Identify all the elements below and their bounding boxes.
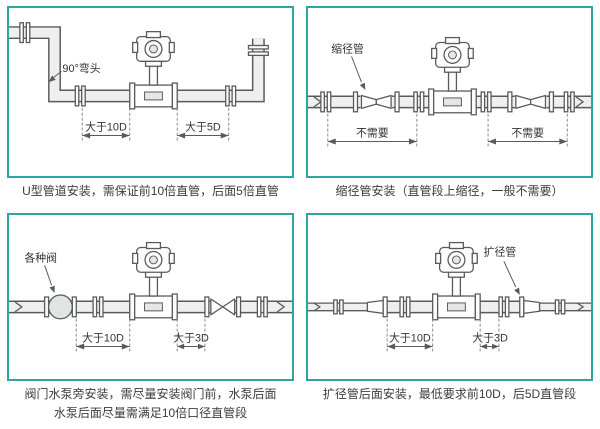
panel-expander: 扩径管 大于10D 大于: [306, 213, 593, 423]
reducer-frame: 缩径管 不需要 不需要: [306, 6, 593, 178]
dim-upstream-label: 大于10D: [85, 120, 127, 134]
valve-pump-caption-line1: 阀门水泵旁安装，需尽量安装阀门前，水泵后面: [24, 387, 277, 402]
u-type-frame: 90°弯头 大于10D 大于5D: [7, 6, 294, 178]
reducer-cone: [523, 300, 541, 315]
elbow-callout: 90°弯头: [48, 61, 101, 83]
pipe-run: [9, 26, 265, 103]
expander-label: 扩径管: [484, 245, 517, 259]
ball-valve: [43, 294, 77, 320]
dim-downstream-label: 不需要: [511, 127, 544, 140]
flange: [519, 296, 525, 318]
flow-arrow-icon: [276, 301, 286, 313]
flow-arrow-icon: [313, 302, 322, 312]
valve-pump-caption-line2: 水泵后面尽量需满足10倍口径直管段: [53, 405, 248, 420]
expander-caption: 扩径管后面安装，最低要求前10D，后5D直管段: [322, 387, 577, 402]
dim-downstream-label: 大于5D: [185, 120, 221, 134]
panel-reducer: 缩径管 不需要 不需要: [306, 6, 593, 201]
expander-cone: [366, 300, 384, 315]
flow-arrow-icon: [575, 96, 585, 108]
dim-downstream: 大于5D: [176, 107, 230, 142]
dim-upstream: 大于10D: [81, 107, 131, 142]
flow-arrow-icon: [576, 302, 585, 312]
u-type-diagram: 90°弯头 大于10D 大于5D: [9, 22, 269, 142]
reducer-diagram: 缩径管 不需要 不需要: [308, 36, 591, 148]
panel-u-type: 90°弯头 大于10D 大于5D: [7, 6, 294, 201]
dim-downstream: 大于3D: [472, 319, 508, 353]
dim-downstream-label: 大于3D: [472, 331, 508, 345]
flange: [382, 296, 388, 318]
elbow-label: 90°弯头: [62, 61, 100, 75]
valve-pump-diagram: 各种阀 大于10D 大于: [9, 242, 292, 353]
dim-upstream: 不需要: [327, 113, 418, 148]
butterfly-valve: [204, 296, 242, 318]
flowmeter: [129, 30, 178, 110]
valve-label: 各种阀: [24, 251, 57, 265]
reducer-fitting: [352, 91, 400, 113]
flowmeter: [428, 36, 477, 116]
flowmeter: [129, 242, 178, 321]
flange-pair: [554, 299, 566, 315]
flow-arrow-icon: [14, 301, 23, 313]
dim-upstream-label: 大于10D: [389, 331, 431, 345]
reducer-fitting: [507, 91, 555, 113]
valve-callout: 各种阀: [24, 251, 57, 294]
dim-downstream: 不需要: [487, 113, 568, 148]
reducer-caption: 缩径管安装（直管段上缩径，一般不需要）: [335, 184, 564, 198]
dim-upstream: 大于10D: [75, 319, 131, 353]
expander-diagram: 扩径管 大于10D 大于: [308, 242, 591, 353]
reducer-label: 缩径管: [331, 41, 364, 55]
flange-pair: [333, 299, 344, 315]
dim-downstream: 大于3D: [173, 319, 209, 353]
dim-upstream: 大于10D: [386, 319, 434, 353]
expander-callout: 扩径管: [484, 245, 520, 296]
flowmeter: [432, 242, 481, 321]
reducer-callout: 缩径管: [331, 41, 366, 91]
dim-upstream-label: 不需要: [356, 127, 389, 140]
u-type-caption: U型管道安装，需保证前10倍直管，后面5倍直管: [22, 184, 279, 198]
dim-upstream-label: 大于10D: [82, 331, 124, 345]
expander-frame: 扩径管 大于10D 大于: [306, 213, 593, 382]
panel-valve-pump: 各种阀 大于10D 大于: [7, 213, 294, 423]
dim-downstream-label: 大于3D: [173, 331, 209, 345]
valve-pump-frame: 各种阀 大于10D 大于: [7, 213, 294, 382]
